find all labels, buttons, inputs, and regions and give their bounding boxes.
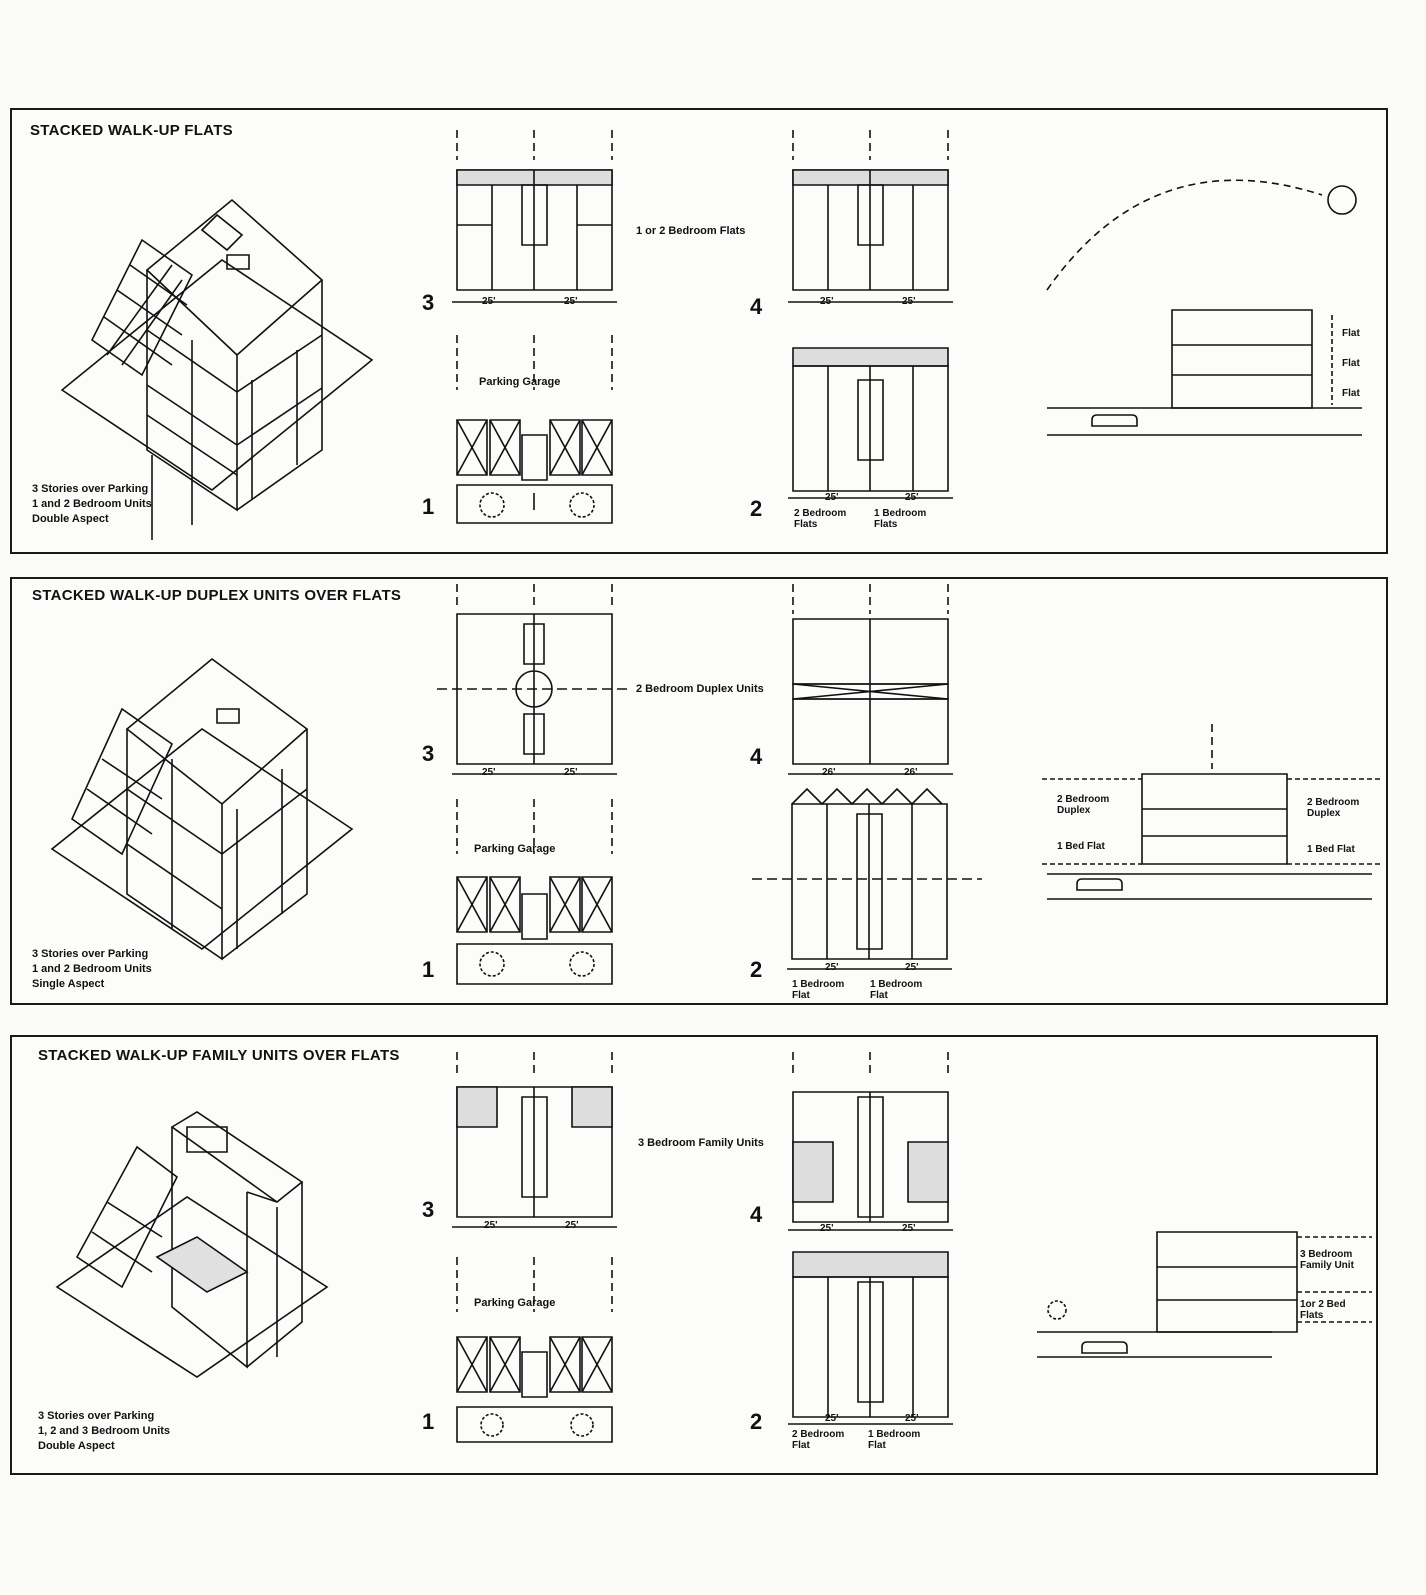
- plan-number: 2: [750, 1409, 763, 1434]
- section-drawing: [1032, 1222, 1382, 1372]
- plan-number: 1: [422, 957, 435, 982]
- parking-label: Parking Garage: [479, 376, 561, 388]
- dimension-label: 25': [484, 1220, 498, 1231]
- plan-number: 4: [750, 1202, 763, 1227]
- dimension-label: 25': [902, 296, 916, 307]
- floor-plan-duplex: [452, 584, 622, 774]
- unit-label: 2 Bedroom Flat: [792, 1429, 845, 1451]
- section-drawing: [1042, 150, 1382, 450]
- panel-title: STACKED WALK-UP FAMILY UNITS OVER FLATS: [38, 1047, 400, 1064]
- dimension-label: 25': [825, 492, 839, 503]
- unit-label: 1 Bedroom Flat: [868, 1429, 921, 1451]
- parking-label: Parking Garage: [474, 1297, 556, 1309]
- panel-title: STACKED WALK-UP DUPLEX UNITS OVER FLATS: [32, 587, 402, 604]
- dimension-label: 25': [825, 1413, 839, 1424]
- unit-label: 2 Bedroom Flats: [794, 508, 847, 530]
- panel-caption: 3 Stories over Parking 1 and 2 Bedroom U…: [32, 948, 152, 990]
- unit-label: 1 Bedroom Flats: [874, 508, 927, 530]
- plan-number: 3: [422, 741, 435, 766]
- dimension-label: 25': [482, 296, 496, 307]
- floor-plan-duplex-alt: [788, 584, 958, 774]
- section-label: 1 Bed Flat: [1057, 841, 1105, 852]
- unit-label: 1 Bedroom Flat: [870, 979, 923, 1001]
- section-label: 1or 2 Bed Flats: [1300, 1299, 1346, 1321]
- panel-caption: 3 Stories over Parking 1 and 2 Bedroom U…: [32, 483, 152, 525]
- floor-plan-upper: [452, 1052, 622, 1232]
- panel-stacked-walkup-flats: STACKED WALK-UP FLATS 3 Stories over Par…: [10, 108, 1388, 554]
- floor-plan-upper: [452, 130, 622, 310]
- plan-number: 1: [422, 1409, 435, 1434]
- dimension-label: 25': [820, 296, 834, 307]
- isometric-building-drawing: [47, 1087, 347, 1417]
- plan-note: 3 Bedroom Family Units: [638, 1137, 764, 1149]
- unit-label: 1 Bedroom Flat: [792, 979, 845, 1001]
- section-label: Flat: [1342, 328, 1360, 339]
- section-label: 3 Bedroom Family Unit: [1300, 1249, 1354, 1271]
- plan-number: 4: [750, 744, 763, 769]
- floor-plan-parking: [452, 335, 622, 530]
- section-label: 1 Bed Flat: [1307, 844, 1355, 855]
- plan-number: 3: [422, 290, 435, 315]
- section-drawing: [1042, 724, 1382, 904]
- plan-number: 2: [750, 957, 763, 982]
- dimension-label: 25': [564, 767, 578, 778]
- panel-caption: 3 Stories over Parking 1, 2 and 3 Bedroo…: [38, 1410, 171, 1452]
- dimension-label: 25': [905, 962, 919, 973]
- floor-plan-ground: [752, 784, 982, 974]
- dimension-label: 25': [825, 962, 839, 973]
- dimension-label: 25': [482, 767, 496, 778]
- plan-number: 4: [750, 294, 763, 319]
- plan-number: 2: [750, 496, 763, 521]
- floor-plan-upper-alt: [788, 130, 958, 310]
- section-label: 2 Bedroom Duplex: [1307, 797, 1360, 819]
- plan-note: 2 Bedroom Duplex Units: [636, 683, 764, 695]
- section-label: Flat: [1342, 388, 1360, 399]
- plan-note: 1 or 2 Bedroom Flats: [636, 225, 746, 237]
- dimension-label: 26': [822, 767, 836, 778]
- dimension-label: 25': [565, 1220, 579, 1231]
- dimension-label: 26': [904, 767, 918, 778]
- panel-title: STACKED WALK-UP FLATS: [30, 122, 233, 139]
- plan-number: 1: [422, 494, 435, 519]
- panel-stacked-walkup-family: STACKED WALK-UP FAMILY UNITS OVER FLATS …: [10, 1035, 1378, 1475]
- floor-plan-parking: [452, 1257, 622, 1447]
- dimension-label: 25': [905, 1413, 919, 1424]
- section-label: Flat: [1342, 358, 1360, 369]
- isometric-building-drawing: [52, 160, 392, 560]
- floor-plan-upper-alt: [788, 1052, 958, 1232]
- dimension-label: 25': [564, 296, 578, 307]
- dimension-label: 25': [905, 492, 919, 503]
- floor-plan-ground: [788, 1252, 958, 1427]
- isometric-building-drawing: [42, 619, 372, 999]
- parking-label: Parking Garage: [474, 843, 556, 855]
- plan-number: 3: [422, 1197, 435, 1222]
- dimension-label: 25': [820, 1223, 834, 1234]
- floor-plan-ground: [788, 340, 958, 500]
- dimension-label: 25': [902, 1223, 916, 1234]
- section-label: 2 Bedroom Duplex: [1057, 794, 1110, 816]
- floor-plan-parking: [452, 799, 622, 989]
- panel-stacked-walkup-duplex: STACKED WALK-UP DUPLEX UNITS OVER FLATS …: [10, 577, 1388, 1005]
